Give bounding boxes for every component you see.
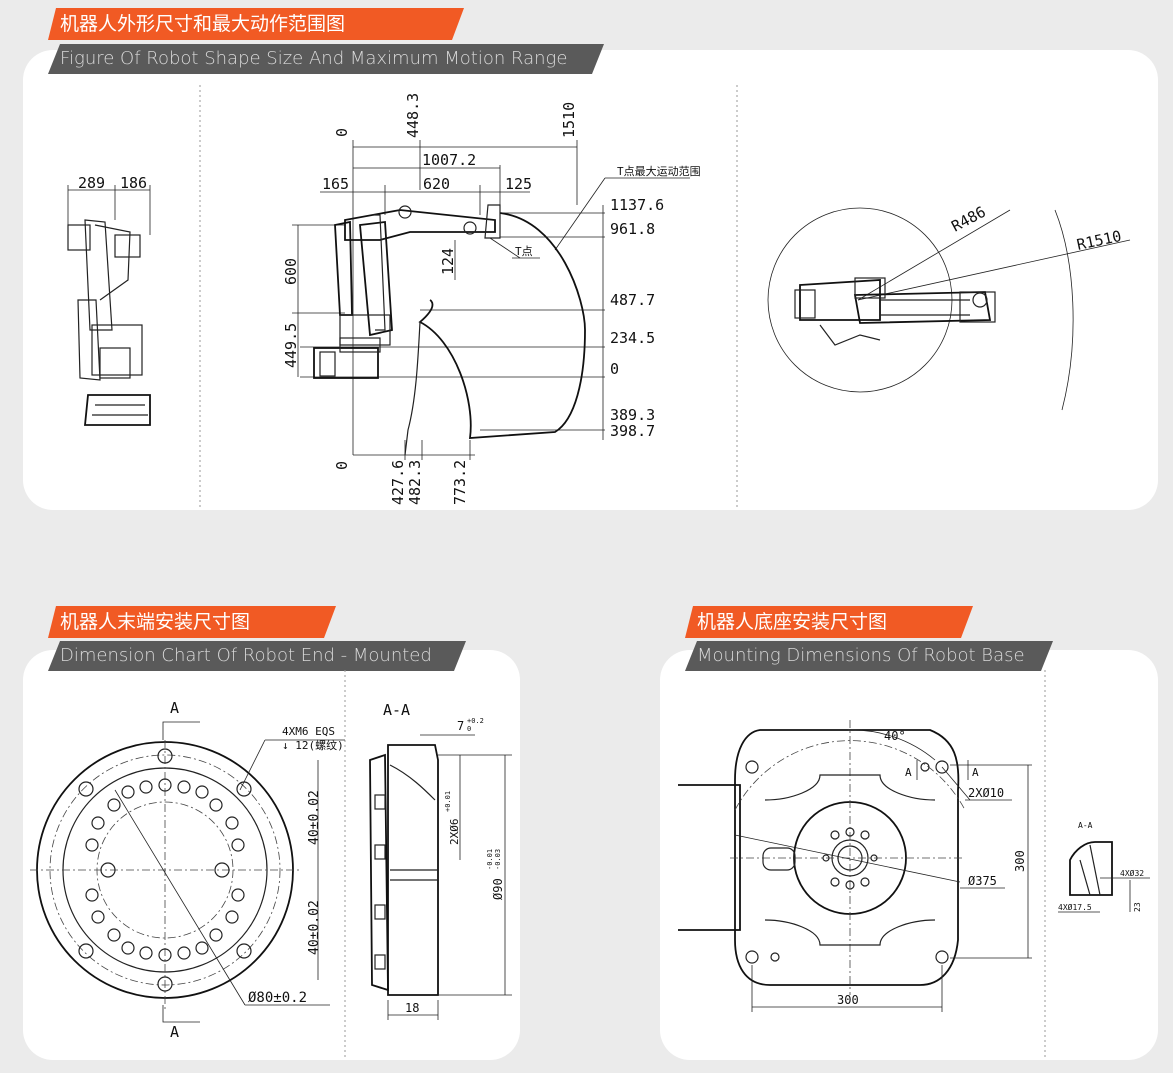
label-t-range: T点最大运动范围 xyxy=(617,164,701,178)
dim-1137: 1137.6 xyxy=(610,196,664,214)
dim-482: 482.3 xyxy=(406,460,424,505)
dim-449: 449.5 xyxy=(282,323,300,368)
dim-40-upper: 40±0.02 xyxy=(307,790,322,845)
flange-face-view: A A xyxy=(30,699,345,1041)
dim-389: 389.3 xyxy=(610,406,655,424)
dim-angle-40: 40° xyxy=(884,729,906,743)
label-a-bottom: A xyxy=(170,1023,179,1041)
end-title-cn: 机器人末端安装尺寸图 xyxy=(48,606,336,638)
dim-620: 620 xyxy=(423,175,450,193)
dim-427: 427.6 xyxy=(389,460,407,505)
dim-300-vertical: 300 xyxy=(1013,850,1027,872)
dim-487: 487.7 xyxy=(610,291,655,309)
dim-90-tol-upper: -0.01 xyxy=(486,849,494,870)
dim-80: Ø80±0.2 xyxy=(248,990,307,1006)
dim-398: 398.7 xyxy=(610,422,655,440)
motion-title-en: Figure Of Robot Shape Size And Maximum M… xyxy=(48,44,604,74)
motion-range-panel xyxy=(23,50,1158,510)
dim-2x10: 2XØ10 xyxy=(968,786,1004,800)
label-a-right: A xyxy=(972,766,979,779)
dim-4x17: 4XØ17.5 xyxy=(1058,902,1092,912)
dim-125: 125 xyxy=(505,175,532,193)
dim-7-tol-upper: +0.2 xyxy=(467,717,484,725)
label-section-aa-base: A-A xyxy=(1078,821,1093,830)
dim-375: Ø375 xyxy=(968,874,997,888)
dim-289: 289 xyxy=(78,174,105,192)
base-plan-view: 40° A A 2XØ10 Ø375 300 300 xyxy=(678,720,1032,1012)
dim-448: 448.3 xyxy=(404,93,422,138)
dim-1510: 1510 xyxy=(560,102,578,138)
dim-18: 18 xyxy=(405,1001,419,1015)
dim-7: 7 xyxy=(457,719,464,733)
dim-165: 165 xyxy=(322,175,349,193)
label-section-aa: A-A xyxy=(383,701,410,719)
base-section-view: A-A 4XØ32 4XØ17.5 23 xyxy=(1058,821,1150,913)
robot-side-view: 0 448.3 1510 1007.2 165 620 125 T点最大运动范围… xyxy=(282,93,701,505)
label-t-point: T点 xyxy=(515,245,533,258)
robot-front-view: 289 186 xyxy=(67,174,151,426)
label-a-left: A xyxy=(905,766,912,779)
dim-7-tol-lower: 0 xyxy=(467,725,471,733)
end-mounted-diagram: A A xyxy=(30,670,512,1058)
dim-40-lower: 40±0.02 xyxy=(307,900,322,955)
dim-4x32: 4XØ32 xyxy=(1120,868,1144,878)
dim-23: 23 xyxy=(1133,902,1142,912)
base-title-cn: 机器人底座安装尺寸图 xyxy=(685,606,973,638)
dim-186: 186 xyxy=(120,174,147,192)
motion-range-diagram: 289 186 0 448.3 1510 1007.2 165 620 125 … xyxy=(67,85,1131,508)
end-title-en: Dimension Chart Of Robot End - Mounted xyxy=(48,641,466,671)
base-title-en: Mounting Dimensions Of Robot Base xyxy=(685,641,1053,671)
label-a-top: A xyxy=(170,699,179,717)
label-screw-depth: ↓ 12(螺纹) xyxy=(282,738,344,752)
dim-961: 961.8 xyxy=(610,220,655,238)
dim-0-bottom: 0 xyxy=(333,461,351,470)
dim-124: 124 xyxy=(439,248,457,275)
hole-ring xyxy=(85,778,245,962)
dim-90: Ø90 xyxy=(491,878,505,900)
motion-title-cn: 机器人外形尺寸和最大动作范围图 xyxy=(48,8,464,40)
dim-0-top: 0 xyxy=(333,128,351,137)
dim-90-tol-lower: -0.03 xyxy=(494,849,502,870)
label-screw-spec: 4XM6 EQS xyxy=(282,725,335,738)
dim-600: 600 xyxy=(282,258,300,285)
dim-0-right: 0 xyxy=(610,360,619,378)
dim-234: 234.5 xyxy=(610,329,655,347)
dim-6-tol: +0.01 xyxy=(444,791,452,812)
dim-1007: 1007.2 xyxy=(422,151,476,169)
flange-section-view: A-A 7 +0.2 0 2XØ6 +0.01 Ø90 -0.01 -0.03 … xyxy=(369,701,512,1020)
dim-2x6: 2XØ6 xyxy=(448,819,461,846)
base-mounting-panel xyxy=(660,650,1158,1060)
dim-300-horizontal: 300 xyxy=(837,993,859,1007)
dim-773: 773.2 xyxy=(451,460,469,505)
